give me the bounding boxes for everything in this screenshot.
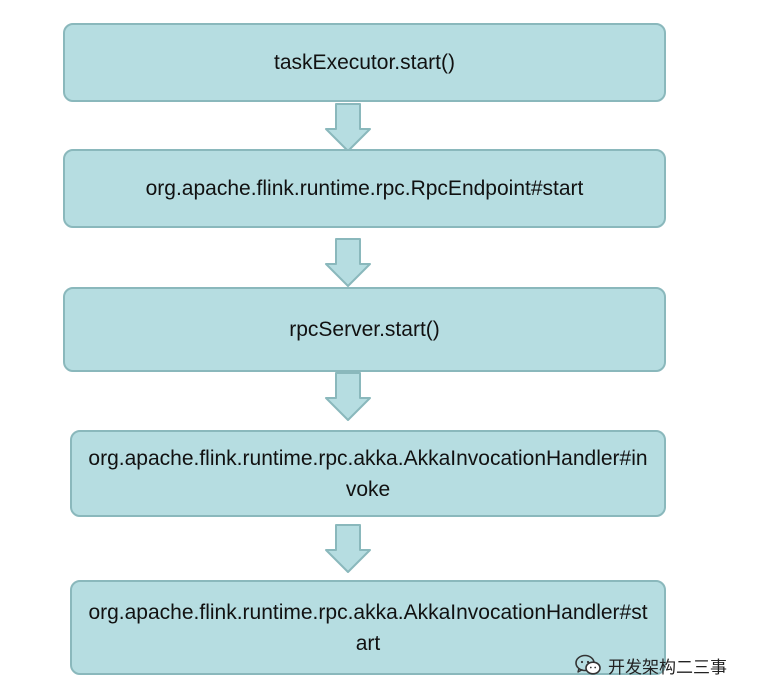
down-arrow-icon [325,103,371,152]
flow-step-label: org.apache.flink.runtime.rpc.akka.AkkaIn… [88,446,648,501]
watermark-text: 开发架构二三事 [608,657,727,678]
flow-step-label: org.apache.flink.runtime.rpc.akka.AkkaIn… [88,600,648,655]
flow-step-task-executor-start: taskExecutor.start() [63,23,666,102]
watermark: 开发架构二三事 [574,650,727,680]
flow-step-label: rpcServer.start() [289,318,440,341]
down-arrow-icon [325,524,371,573]
wechat-icon [575,654,601,675]
flow-step-label: taskExecutor.start() [274,51,455,74]
flow-step-rpc-endpoint-start: org.apache.flink.runtime.rpc.RpcEndpoint… [63,149,666,228]
down-arrow-icon [325,372,371,421]
flow-step-rpc-server-start: rpcServer.start() [63,287,666,372]
flow-step-akka-invocation-handler-invoke: org.apache.flink.runtime.rpc.akka.AkkaIn… [70,430,666,517]
down-arrow-icon [325,238,371,287]
flow-step-akka-invocation-handler-start: org.apache.flink.runtime.rpc.akka.AkkaIn… [70,580,666,675]
flow-step-label: org.apache.flink.runtime.rpc.RpcEndpoint… [145,177,584,200]
